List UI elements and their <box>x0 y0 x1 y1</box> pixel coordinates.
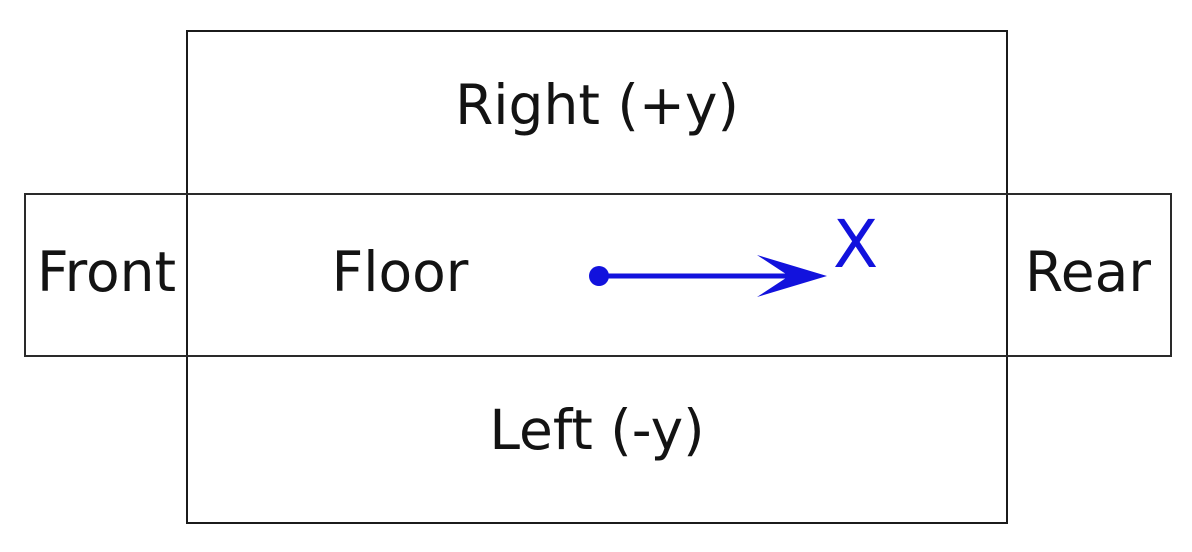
right-region-label: Right (+y) <box>455 73 739 137</box>
rear-region-label: Rear <box>1025 240 1151 304</box>
x-axis-label: X <box>833 206 879 283</box>
floor-region-label: Floor <box>331 240 469 304</box>
front-region-label: Front <box>36 240 177 304</box>
horizontal-strip-outline <box>24 193 1172 357</box>
left-region-label: Left (-y) <box>489 398 705 462</box>
vertical-strip-outline <box>186 30 1008 524</box>
